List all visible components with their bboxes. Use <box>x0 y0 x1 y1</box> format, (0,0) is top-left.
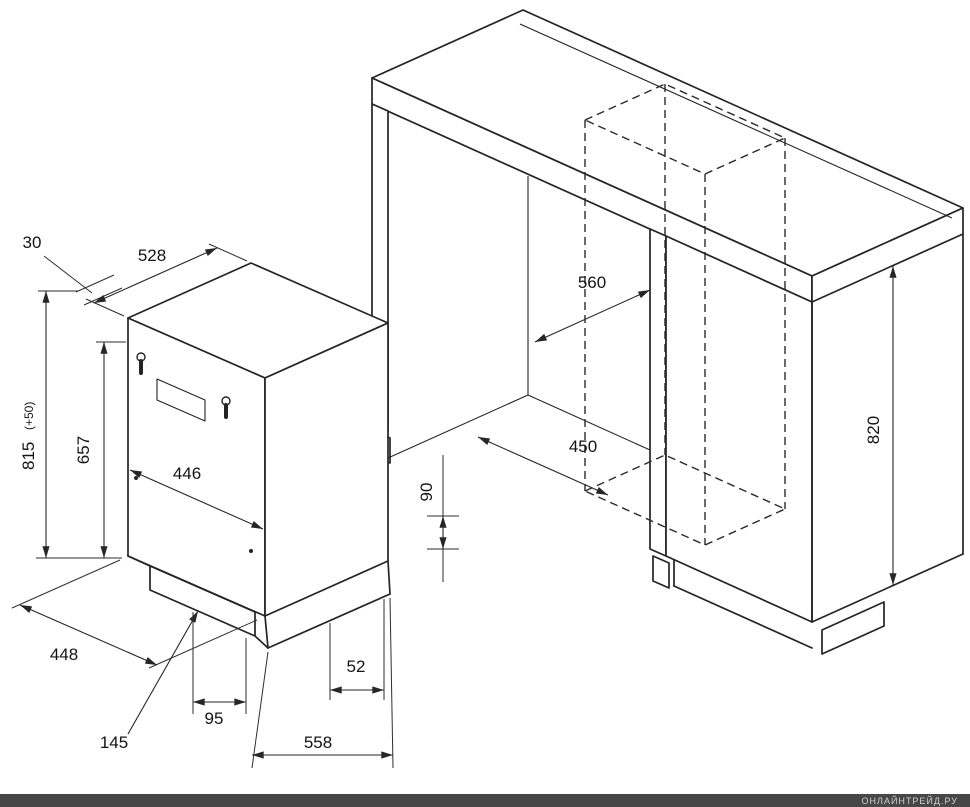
dim-label-plinth-inset: 145 <box>100 733 128 752</box>
cabinet-divider-foot <box>652 555 670 589</box>
dimension-52: 52 <box>329 599 385 700</box>
dimension-657: 657 <box>74 341 126 559</box>
dimension-446: 446 <box>129 464 264 530</box>
dimension-145: 145 <box>100 610 199 752</box>
dim-label-front-width: 446 <box>173 464 201 483</box>
watermark-label: ОНЛАЙНТРЕЙД.РУ <box>862 795 958 806</box>
dim-label-niche-width: 450 <box>569 437 597 456</box>
dim-label-door-offset: 52 <box>347 657 366 676</box>
screw-dot-icon <box>249 549 253 553</box>
dimension-450: 450 <box>477 436 609 496</box>
dishwasher-drawing <box>127 262 391 649</box>
dim-label-height-tolerance: (+50) <box>22 402 36 430</box>
watermark-bar: ОНЛАЙНТРЕЙД.РУ <box>0 794 970 807</box>
dimension-560: 560 <box>534 273 651 343</box>
dim-label-bottom-depth: 558 <box>304 733 332 752</box>
mounting-keyhole-icon <box>221 396 231 419</box>
dimension-30: 30 <box>23 233 123 306</box>
dishwasher-base <box>127 555 391 649</box>
dimension-448: 448 <box>11 559 258 669</box>
cabinet-right-end <box>811 233 964 623</box>
dim-label-overall-width: 448 <box>50 645 78 664</box>
dimension-95: 95 <box>192 612 247 728</box>
cabinet-right-front-panel <box>665 235 813 623</box>
cabinet-right-end-foot <box>821 601 885 655</box>
dim-label-front-height: 657 <box>74 436 93 464</box>
countertop-back-rim <box>519 23 953 219</box>
dimension-820: 820 <box>864 265 897 586</box>
dim-label-niche-height: 820 <box>864 416 883 444</box>
control-display <box>156 378 206 422</box>
dim-label-height: 815 <box>19 442 38 470</box>
cabinet-divider-panel <box>649 228 667 557</box>
cabinet-drawing <box>371 9 964 655</box>
dim-label-niche-depth: 560 <box>578 273 606 292</box>
cabinet-kick-bottom-edge <box>673 585 813 649</box>
dimension-558: 558 <box>251 597 394 769</box>
niche-interior-lines <box>387 176 651 459</box>
dim-label-top-gap: 30 <box>23 233 42 252</box>
mounting-keyhole-icon <box>136 352 146 375</box>
dim-label-plinth-height: 90 <box>417 483 436 502</box>
dim-label-plinth-offset: 95 <box>205 709 224 728</box>
dimension-528: 528 <box>85 243 248 317</box>
dimension-815: 815 (+50) <box>19 290 122 559</box>
dim-label-top-depth: 528 <box>138 246 166 265</box>
dimension-90: 90 <box>417 455 459 582</box>
screw-dot-icon <box>134 476 138 480</box>
